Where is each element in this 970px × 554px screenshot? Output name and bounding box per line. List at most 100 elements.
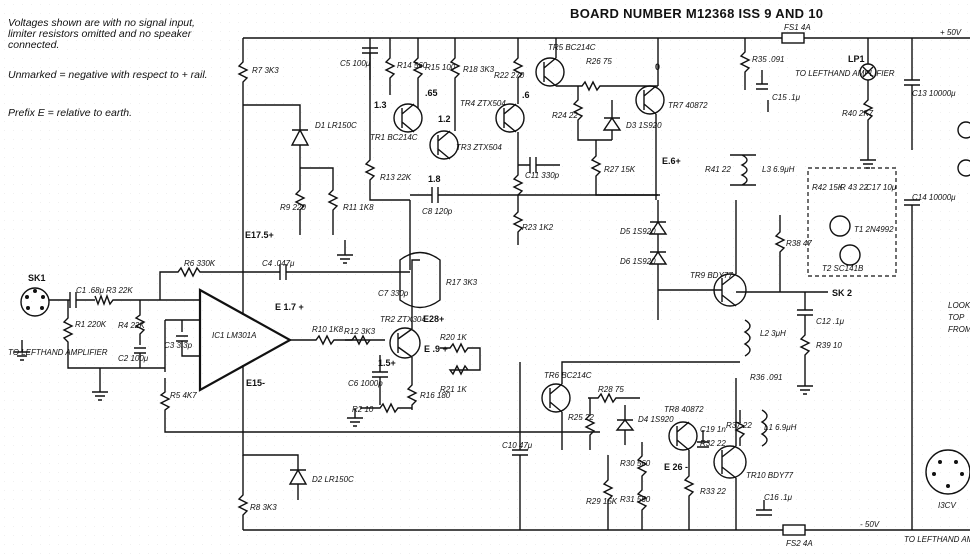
svg-text:E15-: E15- [246, 378, 265, 388]
svg-text:R31 560: R31 560 [620, 495, 651, 504]
fuse-fs1: FS1 4A [781, 23, 811, 44]
svg-text:R12 3K3: R12 3K3 [344, 327, 376, 336]
svg-text:R41 22: R41 22 [705, 165, 731, 174]
transistor-tr5: TR5 BC214C [535, 43, 596, 87]
svg-text:C15 .1μ: C15 .1μ [772, 93, 801, 102]
svg-text:R17 3K3: R17 3K3 [446, 278, 478, 287]
svg-text:TR4 ZTX504: TR4 ZTX504 [460, 99, 506, 108]
svg-text:1.5+: 1.5+ [378, 358, 396, 368]
svg-text:R42 15K: R42 15K [812, 183, 844, 192]
svg-text:C16 .1μ: C16 .1μ [764, 493, 793, 502]
svg-text:T1 2N4992: T1 2N4992 [854, 225, 894, 234]
protection-module-box [807, 167, 897, 277]
transistor-tr8: TR8 40872 [664, 405, 704, 451]
svg-text:E.6+: E.6+ [662, 156, 681, 166]
svg-text:R18 3K3: R18 3K3 [463, 65, 495, 74]
svg-text:TR2 ZTX304: TR2 ZTX304 [380, 315, 426, 324]
svg-text:C12 .1μ: C12 .1μ [816, 317, 845, 326]
svg-text:C6 1000p: C6 1000p [348, 379, 383, 388]
svg-text:C4 .047μ: C4 .047μ [262, 259, 295, 268]
svg-text:TR8 40872: TR8 40872 [664, 405, 704, 414]
svg-text:R40 2K7: R40 2K7 [842, 109, 874, 118]
svg-text:.65: .65 [425, 88, 438, 98]
neg-rail-label: - 50V [860, 520, 880, 529]
svg-text:R24 22: R24 22 [552, 111, 578, 120]
svg-text:C11 330p: C11 330p [525, 171, 560, 180]
svg-text:R8 3K3: R8 3K3 [250, 503, 277, 512]
svg-text:TO LEFTHAND AMPLIFIER: TO LEFTHAND AMPLIFIER [795, 69, 895, 78]
svg-text:IC1 LM301A: IC1 LM301A [212, 331, 256, 340]
svg-text:SK 2: SK 2 [832, 288, 852, 298]
svg-text:R37 22: R37 22 [726, 421, 752, 430]
svg-text:LP1: LP1 [848, 54, 865, 64]
board-title: BOARD NUMBER M12368 ISS 9 AND 10 [570, 6, 824, 21]
svg-text:1.8: 1.8 [428, 174, 441, 184]
svg-text:TR6 BC214C: TR6 BC214C [544, 371, 592, 380]
ic1-opamp: IC1 LM301A E 1.7 + [198, 288, 304, 392]
svg-text:R33 22: R33 22 [700, 487, 726, 496]
svg-text:R7 3K3: R7 3K3 [252, 66, 279, 75]
svg-text:R9 220: R9 220 [280, 203, 306, 212]
svg-text:R38 47: R38 47 [786, 239, 812, 248]
svg-text:R21 1K: R21 1K [440, 385, 467, 394]
svg-text:R10 1K8: R10 1K8 [312, 325, 344, 334]
svg-text:D3 1S920: D3 1S920 [626, 121, 662, 130]
svg-text:C1 .68μ: C1 .68μ [76, 286, 105, 295]
svg-text:C3 3.3p: C3 3.3p [164, 341, 193, 350]
svg-text:R11 1K8: R11 1K8 [343, 203, 374, 212]
note-voltages: Voltages shown are with no signal input,… [8, 17, 195, 51]
svg-text:D5 1S920: D5 1S920 [620, 227, 656, 236]
svg-text:FROM: FROM [948, 325, 970, 334]
svg-text:R30 560: R30 560 [620, 459, 651, 468]
svg-text:C8 120p: C8 120p [422, 207, 453, 216]
svg-text:TR10 BDY77: TR10 BDY77 [746, 471, 794, 480]
svg-text:D1 LR150C: D1 LR150C [315, 121, 357, 130]
svg-text:R2 10: R2 10 [352, 405, 374, 414]
svg-text:L3 6.9μH: L3 6.9μH [762, 165, 795, 174]
svg-text:R 43 22: R 43 22 [840, 183, 869, 192]
svg-text:E17.5+: E17.5+ [245, 230, 274, 240]
transistor-tr3: TR3 ZTX504 [429, 130, 502, 160]
svg-text:R13 22K: R13 22K [380, 173, 412, 182]
connector-sk1: SK1 TO LEFTHAND AMPLIFIER [8, 273, 108, 357]
svg-text:C7 330p: C7 330p [378, 289, 409, 298]
svg-text:.6: .6 [522, 90, 530, 100]
svg-text:R39 10: R39 10 [816, 341, 842, 350]
note-prefix: Prefix E = relative to earth. [8, 107, 133, 119]
transistor-tr6: TR6 BC214C [541, 371, 592, 413]
svg-text:R14 560: R14 560 [397, 61, 428, 70]
svg-text:SK1: SK1 [28, 273, 46, 283]
svg-text:R5 4K7: R5 4K7 [170, 391, 197, 400]
svg-text:D4 1S920: D4 1S920 [638, 415, 674, 424]
triac-t1: T1 2N4992 [829, 215, 894, 237]
svg-text:L1 6.9μH: L1 6.9μH [764, 423, 797, 432]
transistor-tr9: TR9 BDY77 [690, 271, 747, 307]
transistor-tr4: TR4 ZTX504 [460, 99, 525, 133]
svg-text:1.3: 1.3 [374, 100, 387, 110]
svg-text:E 26 -: E 26 - [664, 462, 688, 472]
svg-text:C17 10μ: C17 10μ [866, 183, 897, 192]
svg-text:1.2: 1.2 [438, 114, 451, 124]
svg-text:C14 10000μ: C14 10000μ [912, 193, 956, 202]
svg-text:R23 1K2: R23 1K2 [522, 223, 554, 232]
svg-text:R22 270: R22 270 [494, 71, 525, 80]
svg-text:R32 22: R32 22 [700, 439, 726, 448]
svg-text:C19 1n: C19 1n [700, 425, 726, 434]
transistor-tr2: TR2 ZTX304 [380, 315, 426, 359]
transistor-tr1: TR1 BC214C [370, 103, 423, 142]
svg-text:E28+: E28+ [423, 314, 444, 324]
svg-text:L2 3μH: L2 3μH [760, 329, 786, 338]
svg-text:E .9 +: E .9 + [424, 344, 448, 354]
svg-text:LOOK: LOOK [948, 301, 970, 310]
svg-text:R27 15K: R27 15K [604, 165, 636, 174]
svg-text:R1 220K: R1 220K [75, 320, 107, 329]
output-connector: I3CV TO LEFTHAND AMPLIFIER [904, 449, 970, 544]
svg-text:E 1.7 +: E 1.7 + [275, 302, 304, 312]
svg-text:TR5 BC214C: TR5 BC214C [548, 43, 596, 52]
svg-text:R26 75: R26 75 [586, 57, 612, 66]
svg-text:R3 22K: R3 22K [106, 286, 133, 295]
svg-text:R25 22: R25 22 [568, 413, 594, 422]
svg-text:FS1 4A: FS1 4A [784, 23, 811, 32]
transistor-tr10: TR10 BDY77 [713, 445, 794, 480]
